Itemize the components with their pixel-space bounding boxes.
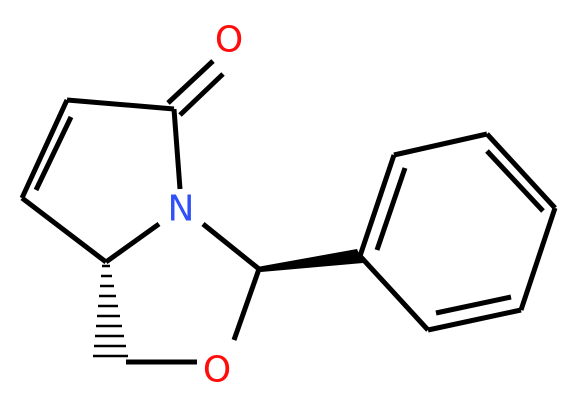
solid-wedge-bond (257, 249, 363, 272)
bond-c3-o (231, 268, 262, 341)
phenyl-bond-2 (393, 131, 488, 158)
phenyl-bond-6 (358, 254, 430, 332)
hashed-wedge-bond (93, 264, 128, 358)
bond-c5-c6 (66, 97, 175, 112)
bond-carbonyl-2 (178, 72, 225, 117)
phenyl-bond-3 (485, 132, 557, 210)
bond-c7a-n (104, 221, 161, 265)
bond-n-c3 (201, 222, 261, 271)
bond-c6-c7 (19, 98, 70, 200)
phenyl-bond-4 (518, 207, 558, 311)
phenyl-bond-5 (427, 307, 522, 333)
bond-carbonyl-1 (166, 59, 215, 105)
atom-label-carbonyl-oxygen: O (215, 20, 243, 61)
phenyl-inner-3 (435, 294, 512, 316)
bond-c5-n (171, 108, 183, 190)
bond-c6-c7-inner (33, 115, 74, 192)
phenyl-bond-1 (357, 154, 397, 257)
phenyl-inner-2 (485, 149, 545, 213)
phenyl-inner-1 (374, 167, 408, 251)
atom-label-nitrogen: N (168, 189, 195, 230)
atom-label-ring-oxygen: O (203, 350, 231, 391)
bond-c7-c7a (20, 196, 108, 264)
